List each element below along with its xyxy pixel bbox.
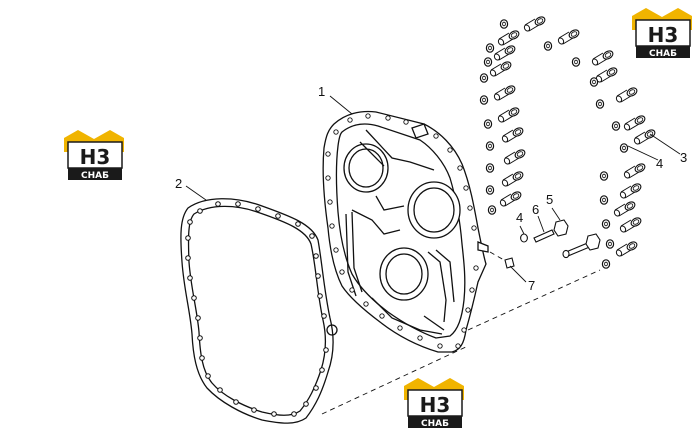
callout-6: 6 xyxy=(532,202,539,217)
stud-nut-assembly xyxy=(520,219,601,259)
logo-mark-text: H3 xyxy=(80,145,111,169)
callout-7: 7 xyxy=(528,278,535,293)
callout-1: 1 xyxy=(318,84,325,99)
callout-4-right: 4 xyxy=(656,156,663,171)
callout-3: 3 xyxy=(680,150,687,165)
cover-housing-part xyxy=(322,110,489,353)
logo-word-text: СНАБ xyxy=(421,419,449,429)
callout-2: 2 xyxy=(175,176,182,191)
dowel-pin-part xyxy=(504,257,515,269)
bolt-set-part xyxy=(479,14,657,269)
assembly-axis-lines xyxy=(321,251,601,415)
logo-word-text: СНАБ xyxy=(649,49,677,59)
logo-word-text: СНАБ xyxy=(81,171,109,181)
callout-4-center: 4 xyxy=(516,210,523,225)
logo-mark-text: H3 xyxy=(420,393,451,417)
logo-mark-text: H3 xyxy=(648,23,679,47)
watermark-logo-top-right: H3 СНАБ xyxy=(631,7,693,59)
gasket-part xyxy=(180,198,338,424)
callouts: 1 2 3 4 4 5 6 7 xyxy=(175,84,687,293)
cover-flange-holes xyxy=(325,113,479,349)
gasket-bolt-holes xyxy=(185,201,329,417)
watermark-logo-bottom: H3 СНАБ xyxy=(403,377,465,429)
callout-5: 5 xyxy=(546,192,553,207)
watermark-logo-left: H3 СНАБ xyxy=(63,129,125,181)
leader-lines xyxy=(185,95,681,283)
